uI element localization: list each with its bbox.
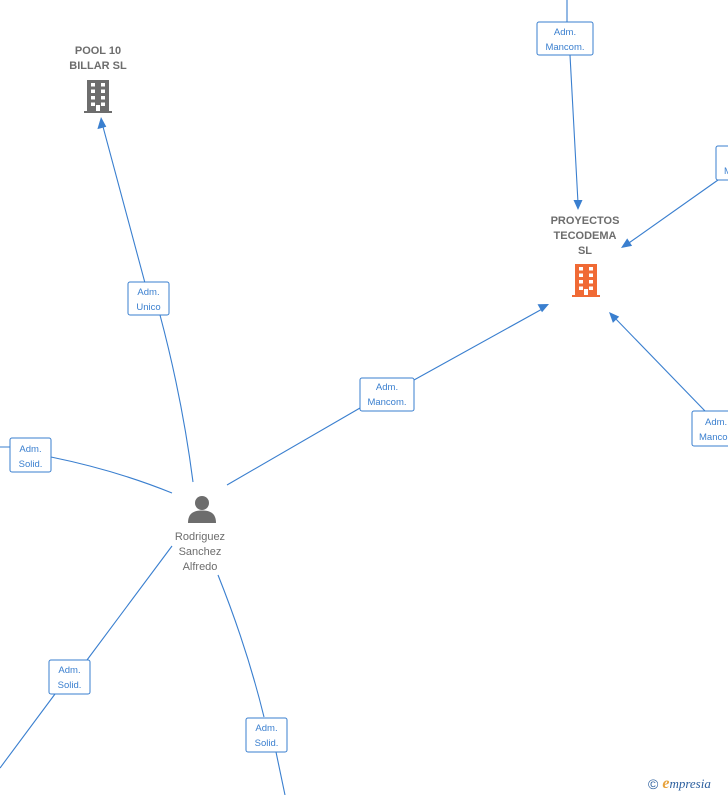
brand-logo: empresia <box>662 775 711 793</box>
role-box-line: Mancom. <box>367 397 406 408</box>
role-box-right-mid[interactable]: Adm. Manco <box>691 410 728 447</box>
company-label-line: POOL 10 <box>75 45 121 57</box>
role-box-right-top[interactable]: M <box>715 145 728 181</box>
edge-right-top-to-proyectos <box>625 179 719 246</box>
brand-name: mpresia <box>669 776 711 791</box>
role-box-line: Adm. <box>376 382 398 393</box>
copyright-icon: © <box>648 776 659 792</box>
person-label-line: Sanchez <box>179 546 222 558</box>
role-box-line: Adm. <box>705 417 727 428</box>
role-box-line: Adm. <box>58 665 80 676</box>
empresia-watermark: © empresia <box>648 773 711 795</box>
edge-top-to-proyectos <box>566 0 579 204</box>
edge-rodriguez-to-proyectos <box>226 307 545 486</box>
role-box-line: Unico <box>136 302 160 313</box>
role-box-line: Solid. <box>255 738 279 749</box>
arrow-head <box>621 238 633 248</box>
edge-rodriguez-to-pool10 <box>101 122 194 483</box>
role-box-line: Solid. <box>58 680 82 691</box>
person-node-rodriguez[interactable]: Rodriguez Sanchez Alfredo <box>175 496 225 573</box>
role-box-line: M <box>724 166 728 177</box>
role-box-line: Adm. <box>554 27 576 38</box>
company-label-line: PROYECTOS <box>551 215 620 227</box>
edge-right-mid-to-proyectos <box>612 315 706 412</box>
arrow-heads <box>97 117 633 323</box>
building-icon <box>84 80 112 113</box>
role-box-line: Adm. <box>137 287 159 298</box>
arrow-head <box>97 117 107 130</box>
role-box-line: Adm. <box>19 444 41 455</box>
person-label-line: Alfredo <box>183 561 218 573</box>
role-box-line: Adm. <box>255 723 277 734</box>
role-box-top-mancom[interactable]: Adm. Mancom. <box>536 21 594 56</box>
arrow-head <box>537 304 549 313</box>
company-label-line: SL <box>578 245 592 257</box>
company-label-line: BILLAR SL <box>69 60 127 72</box>
person-icon <box>188 496 216 523</box>
brand-initial: e <box>662 775 670 792</box>
role-box-line: Manco <box>699 432 728 443</box>
edge-bottom-left-solid <box>0 545 173 769</box>
edge-bottom-solid <box>217 574 286 795</box>
role-box-line: Solid. <box>19 459 43 470</box>
edge-left-solid <box>0 446 173 494</box>
role-box-bottom-solid[interactable]: Adm. Solid. <box>245 717 288 753</box>
company-node-proyectos[interactable]: PROYECTOS TECODEMA SL <box>551 215 620 297</box>
role-box-left-solid[interactable]: Adm. Solid. <box>9 437 52 473</box>
company-node-pool10[interactable]: POOL 10 BILLAR SL <box>69 45 127 113</box>
role-box-adm-unico[interactable]: Adm. Unico <box>127 281 170 316</box>
building-icon <box>572 264 600 297</box>
role-box-line: Mancom. <box>545 42 584 53</box>
arrow-head <box>609 312 620 323</box>
company-label-line: TECODEMA <box>554 230 617 242</box>
arrow-head <box>573 200 583 210</box>
role-box-center-mancom[interactable]: Adm. Mancom. <box>359 377 415 412</box>
person-label-line: Rodriguez <box>175 531 225 543</box>
role-box-bottom-left-solid[interactable]: Adm. Solid. <box>48 659 91 695</box>
